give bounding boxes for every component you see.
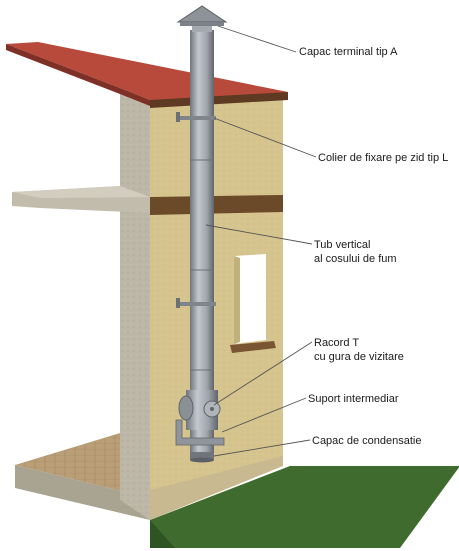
leader-vertical-pipe [205,224,313,245]
leader-wall-bracket [213,117,317,158]
window-sill [230,341,276,353]
label-vertical-pipe-1: Tub vertical [314,239,371,251]
roof-top [6,42,288,100]
label-wall-bracket: Colier de fixare pe zid tip L [318,152,449,164]
label-intermediate-support: Suport intermediar [308,393,399,405]
label-condensate-cap: Capac de condensatie [312,435,422,447]
leader-terminal-cap [217,25,297,53]
intermediate-support [175,419,225,446]
label-t-connector-1: Racord T [314,337,360,349]
label-terminal-cap: Capac terminal tip A [299,46,398,58]
roof-fascia [150,92,288,108]
grass-ground-shadow [150,520,175,548]
t-connector-branch [178,395,194,421]
roof-edge [6,44,150,106]
window-opening [234,254,266,344]
condensate-cap-bottom [190,457,214,463]
wall-plinth [150,456,283,520]
wall-bracket-upper [176,116,216,120]
window-reveal [234,256,240,344]
leader-t-connector [213,341,313,406]
wall-side-face [120,90,150,520]
chimney-pipe [190,30,214,460]
condensate-cap [190,452,214,460]
balcony-slab-top [12,186,150,198]
terminal-cap-neck [192,26,212,32]
terminal-cap-rim [180,22,224,26]
label-t-connector-2: cu gura de vizitare [314,351,404,363]
inspection-port-knob [210,407,214,411]
wall-bracket-upper-plate [176,112,180,122]
wall-bracket-lower-plate [176,298,180,308]
grass-ground [150,466,459,548]
wall-bracket-lower [176,302,216,306]
leader-condensate-cap [213,439,311,457]
floor-slab-band [150,195,283,215]
floor-edge [15,465,150,520]
terminal-cap-icon [176,5,228,23]
label-vertical-pipe-2: al cosului de fum [314,253,397,265]
leader-intermediate-support [221,397,307,433]
